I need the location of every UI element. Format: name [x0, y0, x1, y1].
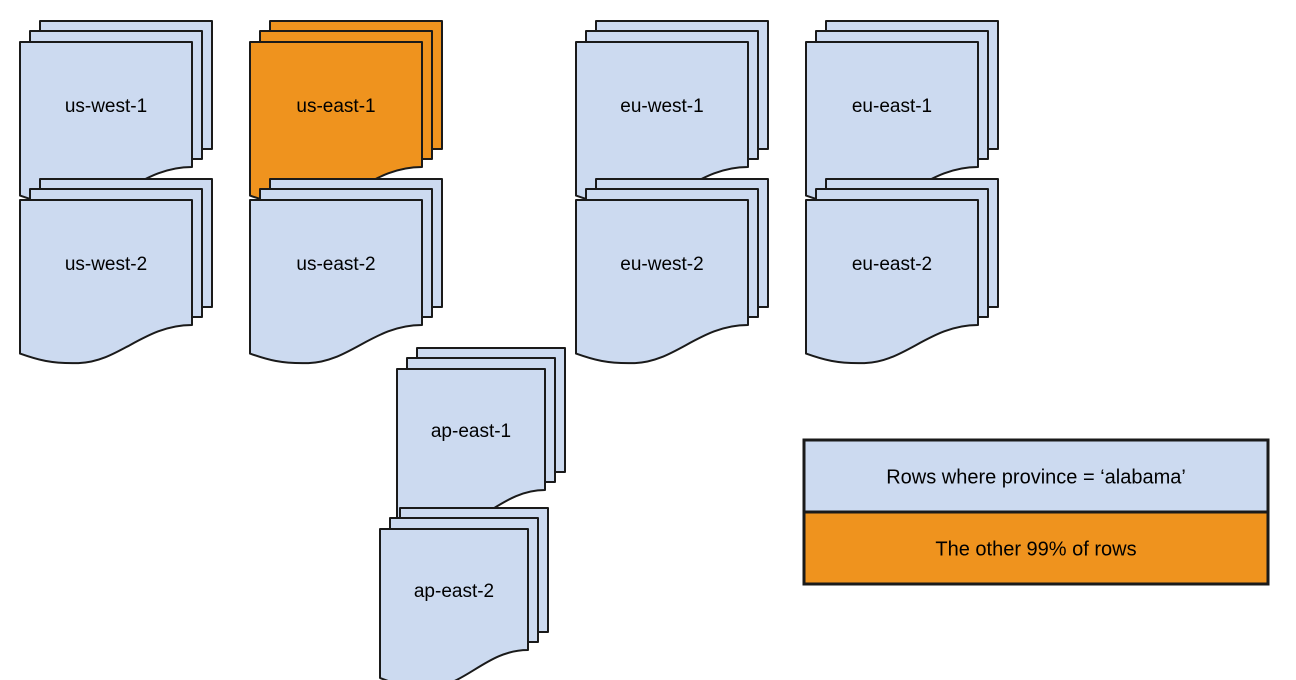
stack-sheet-front: [805, 199, 979, 365]
legend-label-legend-orange: The other 99% of rows: [935, 538, 1136, 560]
document-stack-us-east-1[interactable]: us-east-1: [249, 20, 443, 207]
document-stack-ap-east-2[interactable]: ap-east-2: [379, 507, 549, 680]
stack-label-eu-east-1: eu-east-1: [852, 96, 932, 117]
stack-label-eu-west-1: eu-west-1: [620, 96, 703, 117]
stack-label-ap-east-1: ap-east-1: [431, 421, 511, 442]
legend-label-legend-blue: Rows where province = ‘alabama’: [886, 466, 1186, 488]
stack-sheet-front: [249, 199, 423, 365]
document-stack-eu-east-2[interactable]: eu-east-2: [805, 178, 999, 365]
legend-swatch-blue: [802, 438, 1270, 514]
stack-label-us-west-1: us-west-1: [65, 96, 147, 117]
legend-swatch-orange: [802, 510, 1270, 586]
stack-label-us-east-2: us-east-2: [296, 254, 375, 275]
document-stack-us-east-2[interactable]: us-east-2: [249, 178, 443, 365]
stack-label-ap-east-2: ap-east-2: [414, 581, 494, 602]
stack-label-us-east-1: us-east-1: [296, 96, 375, 117]
stack-sheet-front: [379, 528, 529, 680]
document-stack-eu-west-2[interactable]: eu-west-2: [575, 178, 769, 365]
document-stack-eu-west-1[interactable]: eu-west-1: [575, 20, 769, 207]
stack-label-us-west-2: us-west-2: [65, 254, 147, 275]
stack-sheet-front: [575, 199, 749, 365]
stack-label-eu-east-2: eu-east-2: [852, 254, 932, 275]
document-stack-eu-east-1[interactable]: eu-east-1: [805, 20, 999, 207]
stack-sheet-front: [396, 368, 546, 529]
document-stack-us-west-1[interactable]: us-west-1: [19, 20, 213, 207]
stack-sheet-front: [19, 199, 193, 365]
document-stack-ap-east-1[interactable]: ap-east-1: [396, 347, 566, 529]
stack-label-eu-west-2: eu-west-2: [620, 254, 703, 275]
legend: Rows where province = ‘alabama’ The other…: [802, 438, 1270, 586]
document-stack-us-west-2[interactable]: us-west-2: [19, 178, 213, 365]
